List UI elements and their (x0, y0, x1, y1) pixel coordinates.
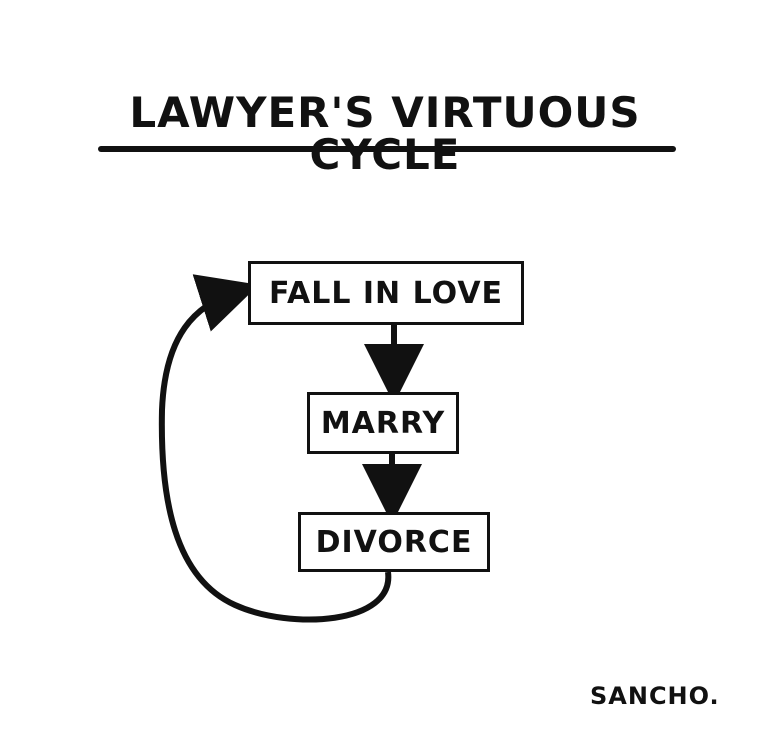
node-marry: MARRY (307, 392, 459, 454)
artist-signature: SANCHO. (590, 682, 720, 710)
node-fall-in-love: FALL IN LOVE (248, 261, 524, 325)
cartoon-title: LAWYER'S VIRTUOUS CYCLE (129, 88, 641, 179)
title-underline (98, 146, 676, 152)
node-divorce: DIVORCE (298, 512, 490, 572)
arrow-divorce-back-to-love (158, 274, 392, 623)
